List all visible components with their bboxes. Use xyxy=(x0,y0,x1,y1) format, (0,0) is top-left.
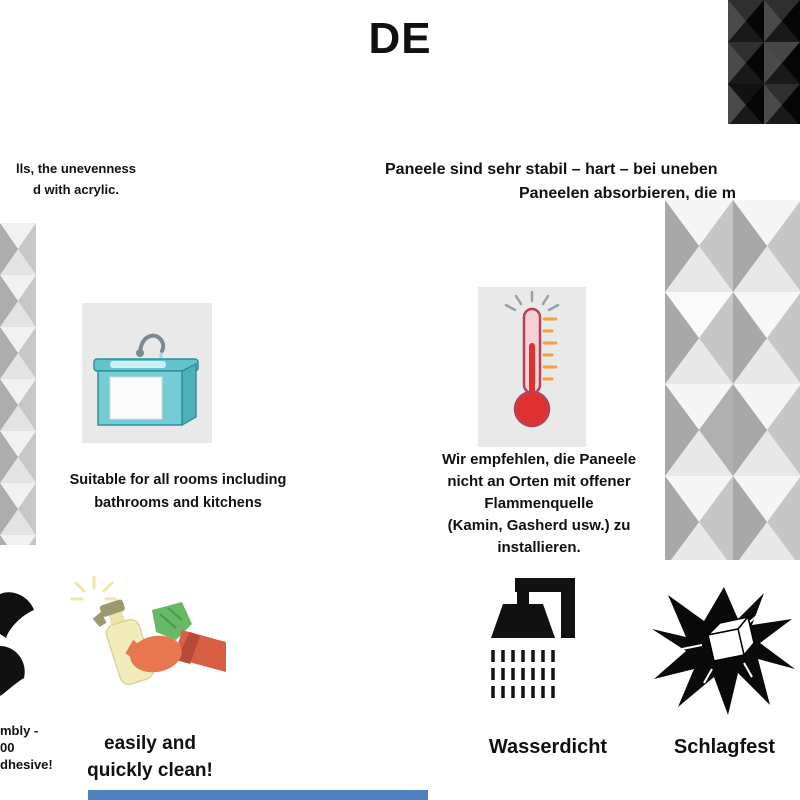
white-panel-texture-right xyxy=(665,200,800,560)
right-intro-line1: Paneele sind sehr stabil – hart – bei un… xyxy=(385,161,718,178)
thermometer-icon-svg xyxy=(504,290,560,428)
shower-waterproof-icon xyxy=(485,576,591,702)
assembly-partial-line2: 00 xyxy=(0,740,15,755)
clean-caption-line2: quickly clean! xyxy=(87,760,213,781)
flame-warning-line1: Wir empfehlen, die Paneele xyxy=(441,451,637,468)
impact-resistant-icon xyxy=(652,585,797,717)
page-title: DE xyxy=(368,14,432,63)
left-intro-text: lls, the unevenness d with acrylic. xyxy=(0,158,152,200)
impact-icon-svg xyxy=(652,587,795,715)
flame-warning-line2: nicht an Orten mit offener xyxy=(447,473,631,490)
bottom-accent-strip xyxy=(88,790,428,800)
bathroom-sink-icon xyxy=(82,303,212,443)
sink-icon-svg xyxy=(93,333,199,427)
white-panel-right-svg xyxy=(665,200,800,560)
left-intro-line1: lls, the unevenness xyxy=(16,161,136,176)
right-intro-line2: Paneelen absorbieren, die m xyxy=(519,185,736,202)
dark-panel-texture-image xyxy=(728,0,800,124)
flame-warning-line5: installieren. xyxy=(497,539,581,556)
shower-icon-svg xyxy=(491,578,575,698)
rooms-caption-line2: bathrooms and kitchens xyxy=(94,495,262,511)
assembly-caption-partial: mbly - 00 dhesive! xyxy=(0,722,53,773)
rooms-caption-line1: Suitable for all rooms including xyxy=(69,472,287,488)
clean-caption-line1: easily and xyxy=(104,733,196,754)
waterproof-label: Wasserdicht xyxy=(488,736,608,758)
white-panel-strip-svg xyxy=(0,223,36,545)
thermometer-heat-warning-icon xyxy=(478,287,586,447)
assembly-partial-line3: dhesive! xyxy=(0,757,53,772)
flame-warning-text: Wir empfehlen, die Paneele nicht an Orte… xyxy=(416,449,662,559)
white-panel-texture-left xyxy=(0,223,36,545)
flame-warning-line4: (Kamin, Gasherd usw.) zu xyxy=(447,517,631,534)
clean-caption: easily and quickly clean! xyxy=(66,730,234,784)
tool-partial-svg xyxy=(0,592,34,696)
rooms-caption: Suitable for all rooms including bathroo… xyxy=(28,469,328,515)
spray-bottle-cleaning-icon xyxy=(64,572,226,722)
assembly-partial-line1: mbly - xyxy=(0,723,39,738)
dark-panel-texture-svg xyxy=(728,0,800,124)
impact-label: Schlagfest xyxy=(673,736,776,758)
cleaning-icon-svg xyxy=(70,575,226,686)
flame-warning-line3: Flammenquelle xyxy=(484,495,594,512)
left-intro-line2: d with acrylic. xyxy=(33,182,119,197)
assembly-tool-icon-partial xyxy=(0,578,42,708)
